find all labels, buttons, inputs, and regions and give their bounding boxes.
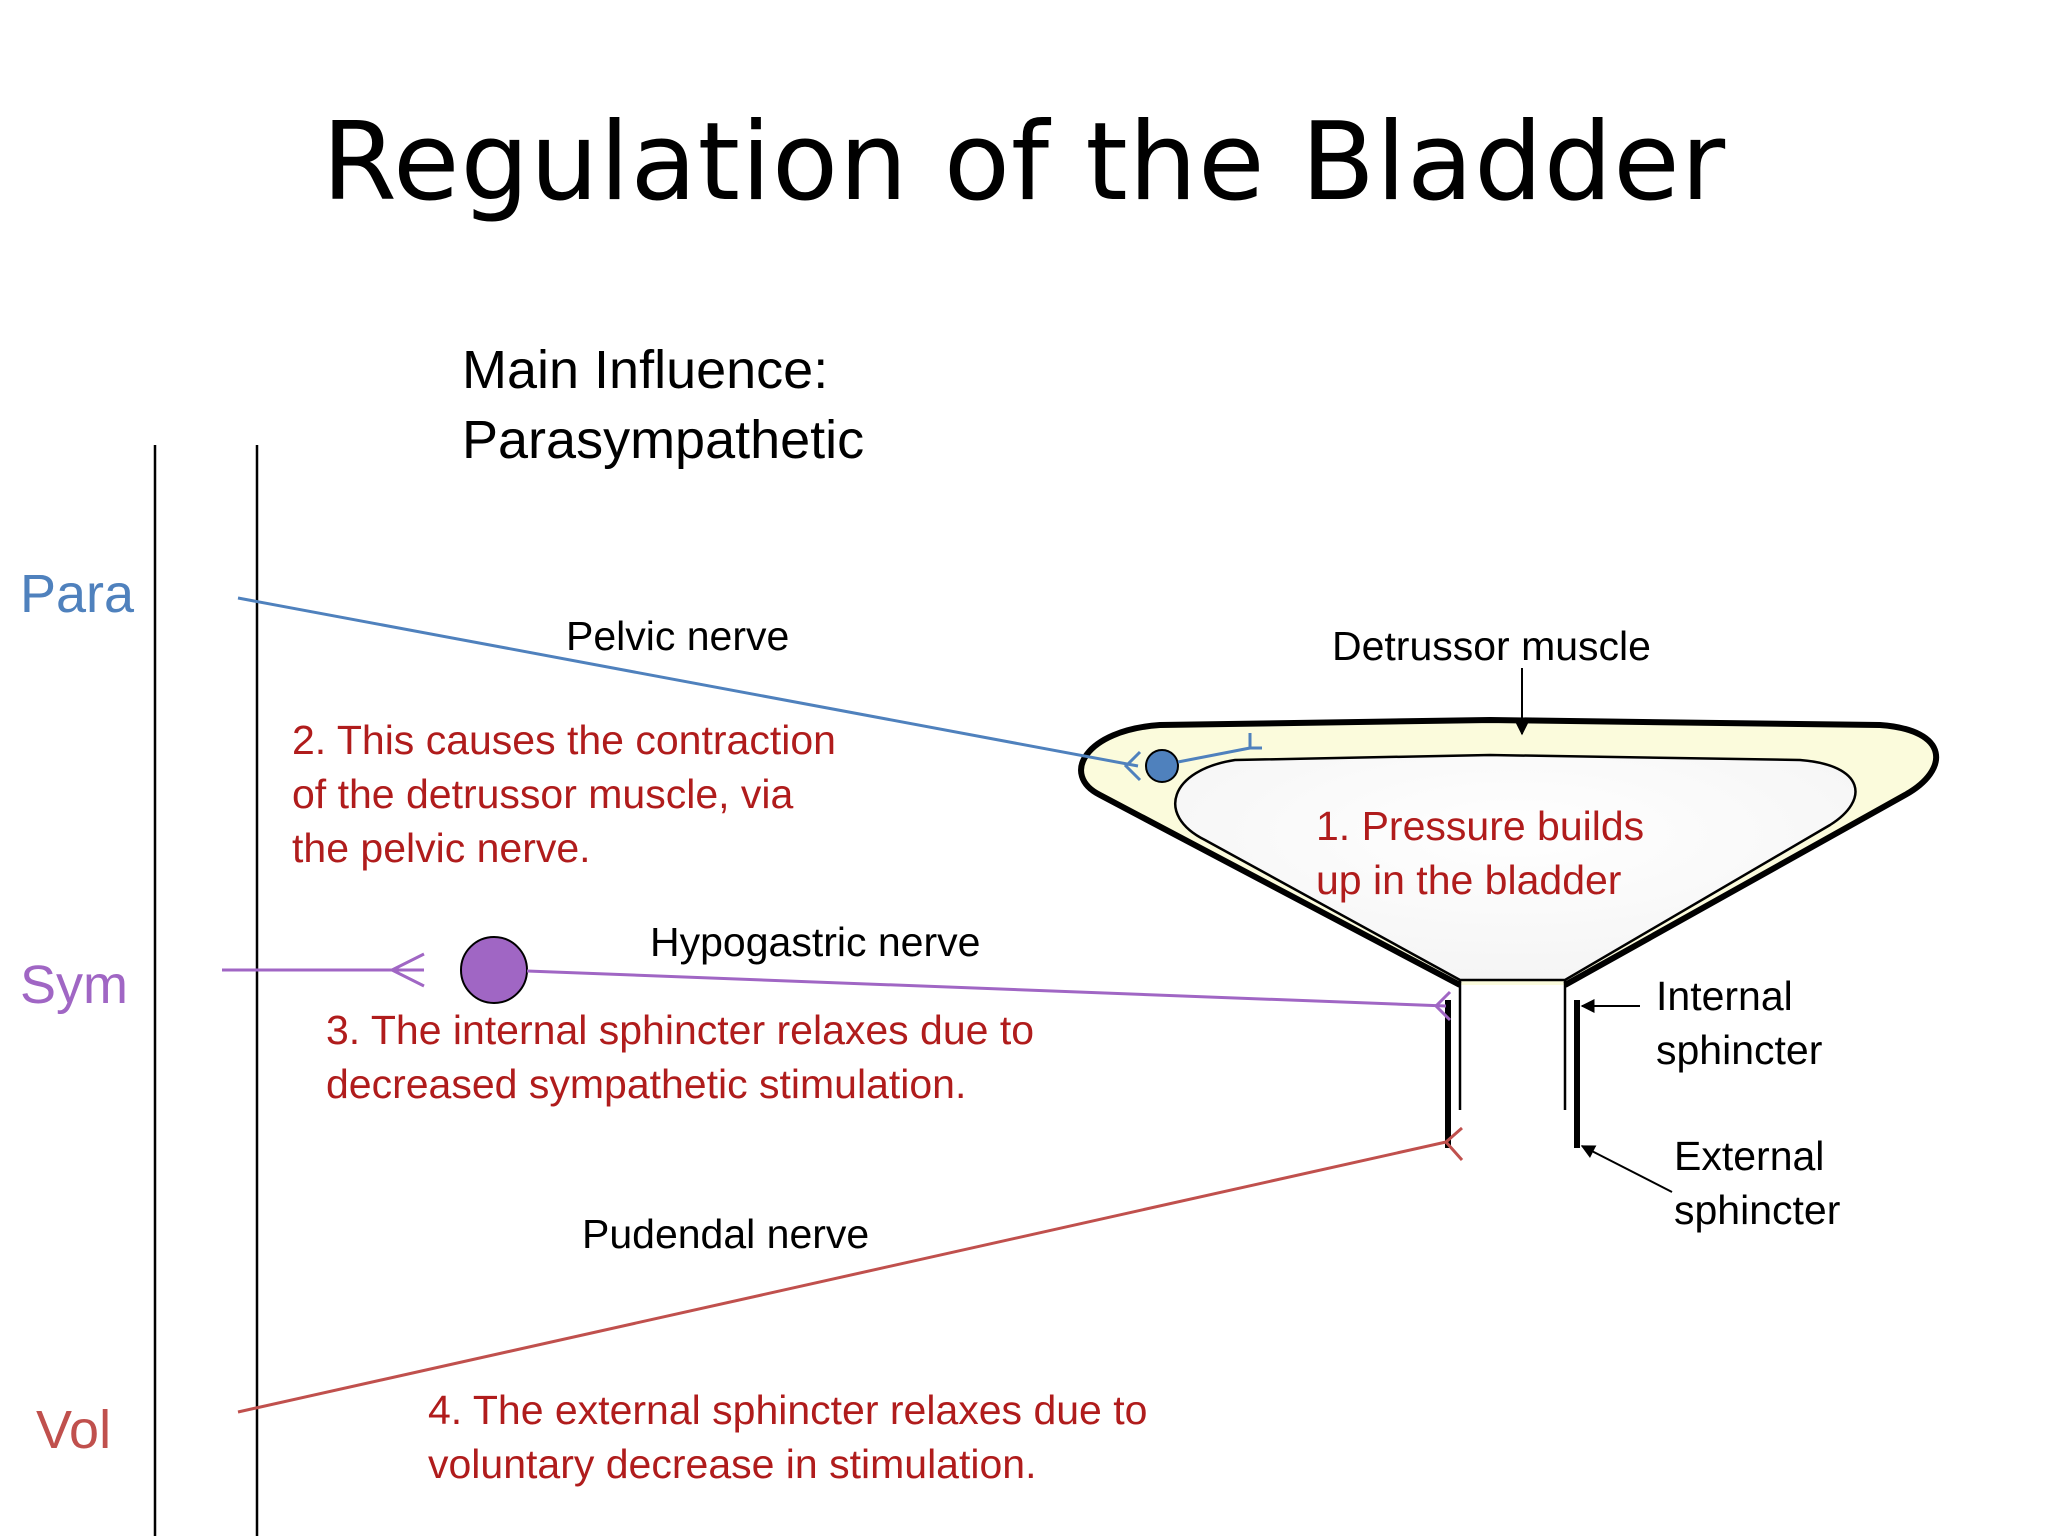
rail-label-vol: Vol — [36, 1400, 111, 1460]
pudendal-terminal — [1443, 1126, 1464, 1161]
step3-line1: 3. The internal sphincter relaxes due to — [326, 1007, 1034, 1053]
internal-sphincter-label-1: Internal — [1656, 973, 1793, 1019]
rail-label-sym: Sym — [20, 955, 128, 1015]
step2-line3: the pelvic nerve. — [292, 825, 591, 871]
sym-ganglion — [460, 936, 528, 1004]
influence-line1: Main Influence: — [462, 340, 828, 400]
bladder-outline-left — [1078, 716, 1940, 988]
step2-line2: of the detrussor muscle, via — [292, 771, 794, 817]
step3-line2: decreased sympathetic stimulation. — [326, 1061, 966, 1107]
external-sphincter-label-1: External — [1674, 1133, 1824, 1179]
pelvic-ganglion — [1145, 749, 1179, 783]
detrusor-label: Detrussor muscle — [1332, 623, 1651, 669]
rail-label-para: Para — [20, 564, 135, 624]
bladder-lumen — [1174, 753, 1857, 982]
sym-synapse — [388, 952, 425, 988]
step4-line1: 4. The external sphincter relaxes due to — [428, 1387, 1147, 1433]
step2-line1: 2. This causes the contraction — [292, 717, 836, 763]
pudendal-nerve-label: Pudendal nerve — [582, 1211, 869, 1257]
pelvic-nerve-synapse — [1123, 750, 1142, 782]
pelvic-nerve-label: Pelvic nerve — [566, 613, 789, 659]
external-sphincter-pointer — [1580, 1145, 1673, 1193]
pudendal-nerve-line — [237, 1140, 1447, 1414]
pelvic-nerve-line — [237, 596, 1139, 768]
step1-line2: up in the bladder — [1316, 857, 1621, 903]
external-sphincter-label-2: sphincter — [1674, 1187, 1840, 1233]
slide-title: Regulation of the Bladder — [321, 100, 1727, 225]
hypogastric-nerve-line — [526, 969, 1447, 1008]
pelvic-postganglionic — [1177, 746, 1251, 764]
influence-line2: Parasympathetic — [462, 410, 864, 470]
hypogastric-nerve-label: Hypogastric nerve — [650, 919, 980, 965]
internal-sphincter-label-2: sphincter — [1656, 1027, 1822, 1073]
pelvic-terminal — [1248, 733, 1262, 750]
step4-line2: voluntary decrease in stimulation. — [428, 1441, 1036, 1487]
step1-line1: 1. Pressure builds — [1316, 803, 1644, 849]
hypogastric-terminal — [1433, 990, 1452, 1022]
